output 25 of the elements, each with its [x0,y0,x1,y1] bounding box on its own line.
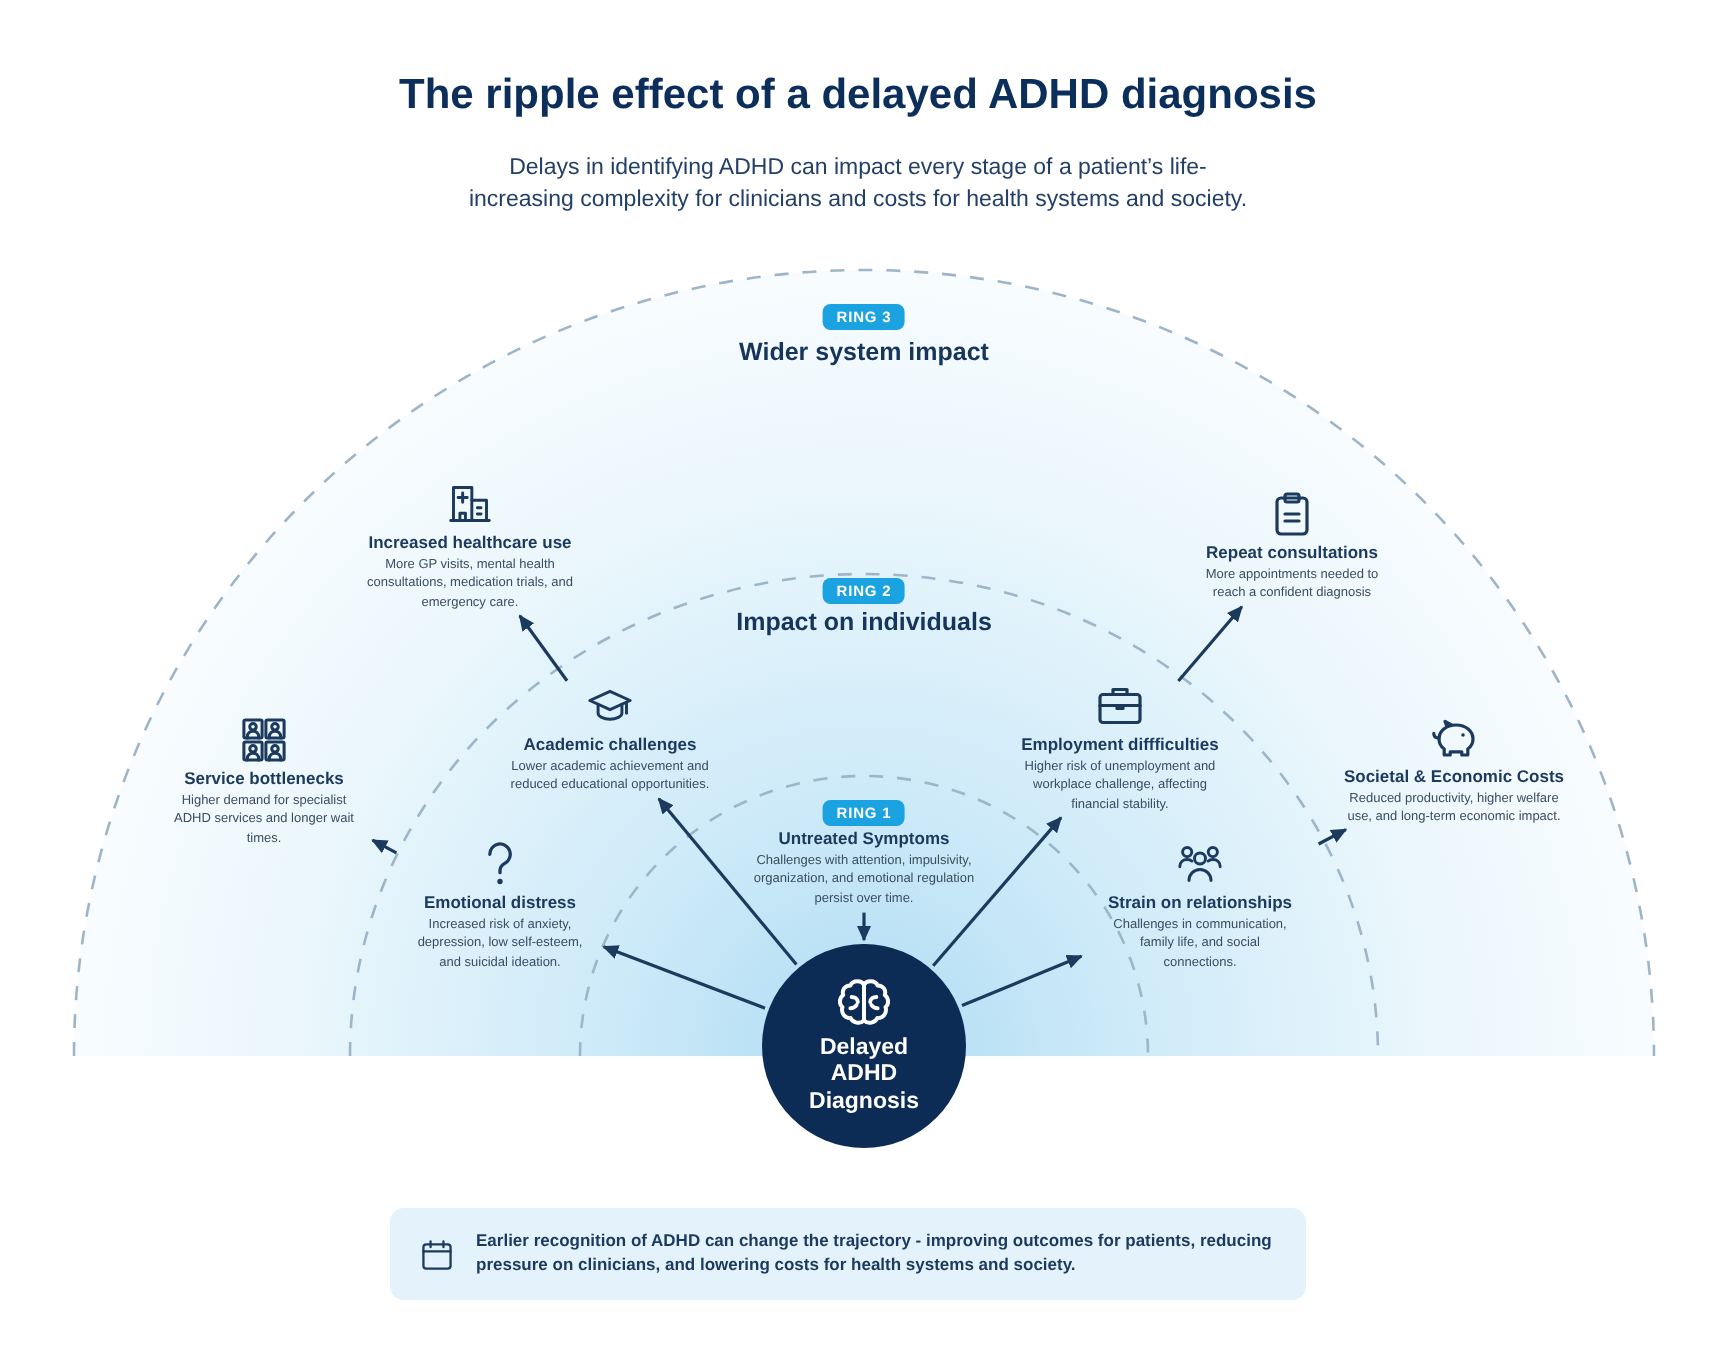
note-panel [390,1208,1306,1300]
arrow [657,797,798,966]
arrow [1317,828,1348,846]
note-text: Earlier recognition of ADHD can change the trajectory - improving outcomes for patients, reducing pressure on clinicians, and lowering costs for health systems and society. [476,1230,1274,1278]
arrow [961,954,1083,1008]
arrow [371,838,398,855]
item-heading: Employment diffficulties [1021,734,1219,754]
item-heading: Societal & Economic Costs [1343,766,1565,786]
item-heading: Service bottlenecks [184,768,344,788]
item-heading: Emotional distress [423,892,577,912]
ring-heading: Wider system impact [739,338,989,366]
title: The ripple effect of a delayed ADHD diagnosis [399,72,1317,120]
subtitle: Delays in identifying ADHD can impact every stage of a patient’s life- increasing complexity for clinicians and costs for health systems and society. [466,154,1250,217]
arrow [932,816,1063,967]
diagnosis-label: Delayed ADHD Diagnosis [807,1035,921,1117]
arrow [856,912,872,942]
item-heading: Academic challenges [523,734,697,754]
item-heading: Repeat consultations [1206,542,1378,562]
arrow [518,614,569,682]
arrow [1177,605,1243,683]
item-heading: Increased healthcare use [368,532,572,552]
arrow [602,945,766,1010]
item-heading: Untreated Symptoms [778,828,950,848]
ring-heading: Impact on individuals [736,608,992,636]
item-heading: Strain on relationships [1107,892,1293,912]
